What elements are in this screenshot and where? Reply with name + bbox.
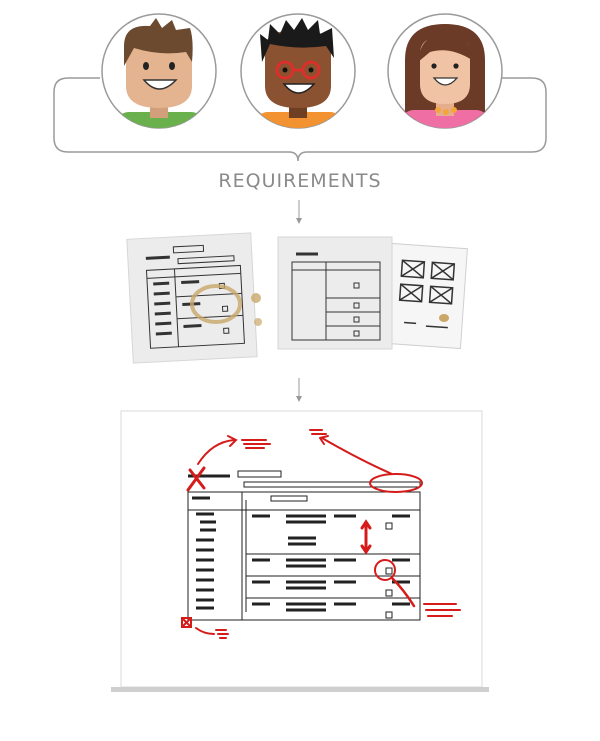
sketch-paper-right: [384, 242, 468, 350]
annotated-mockup: [111, 410, 489, 692]
person-middle-avatar: [240, 13, 356, 129]
arrow-down-1: [296, 200, 302, 224]
sketch-paper-middle: [277, 236, 393, 350]
stakeholder-bracket: [53, 77, 547, 162]
person-right-avatar: [387, 13, 503, 129]
sketch-paper-left: [126, 232, 262, 364]
requirements-label: REQUIREMENTS: [218, 170, 382, 192]
arrow-down-2: [296, 378, 302, 402]
person-left-avatar: [101, 13, 217, 129]
